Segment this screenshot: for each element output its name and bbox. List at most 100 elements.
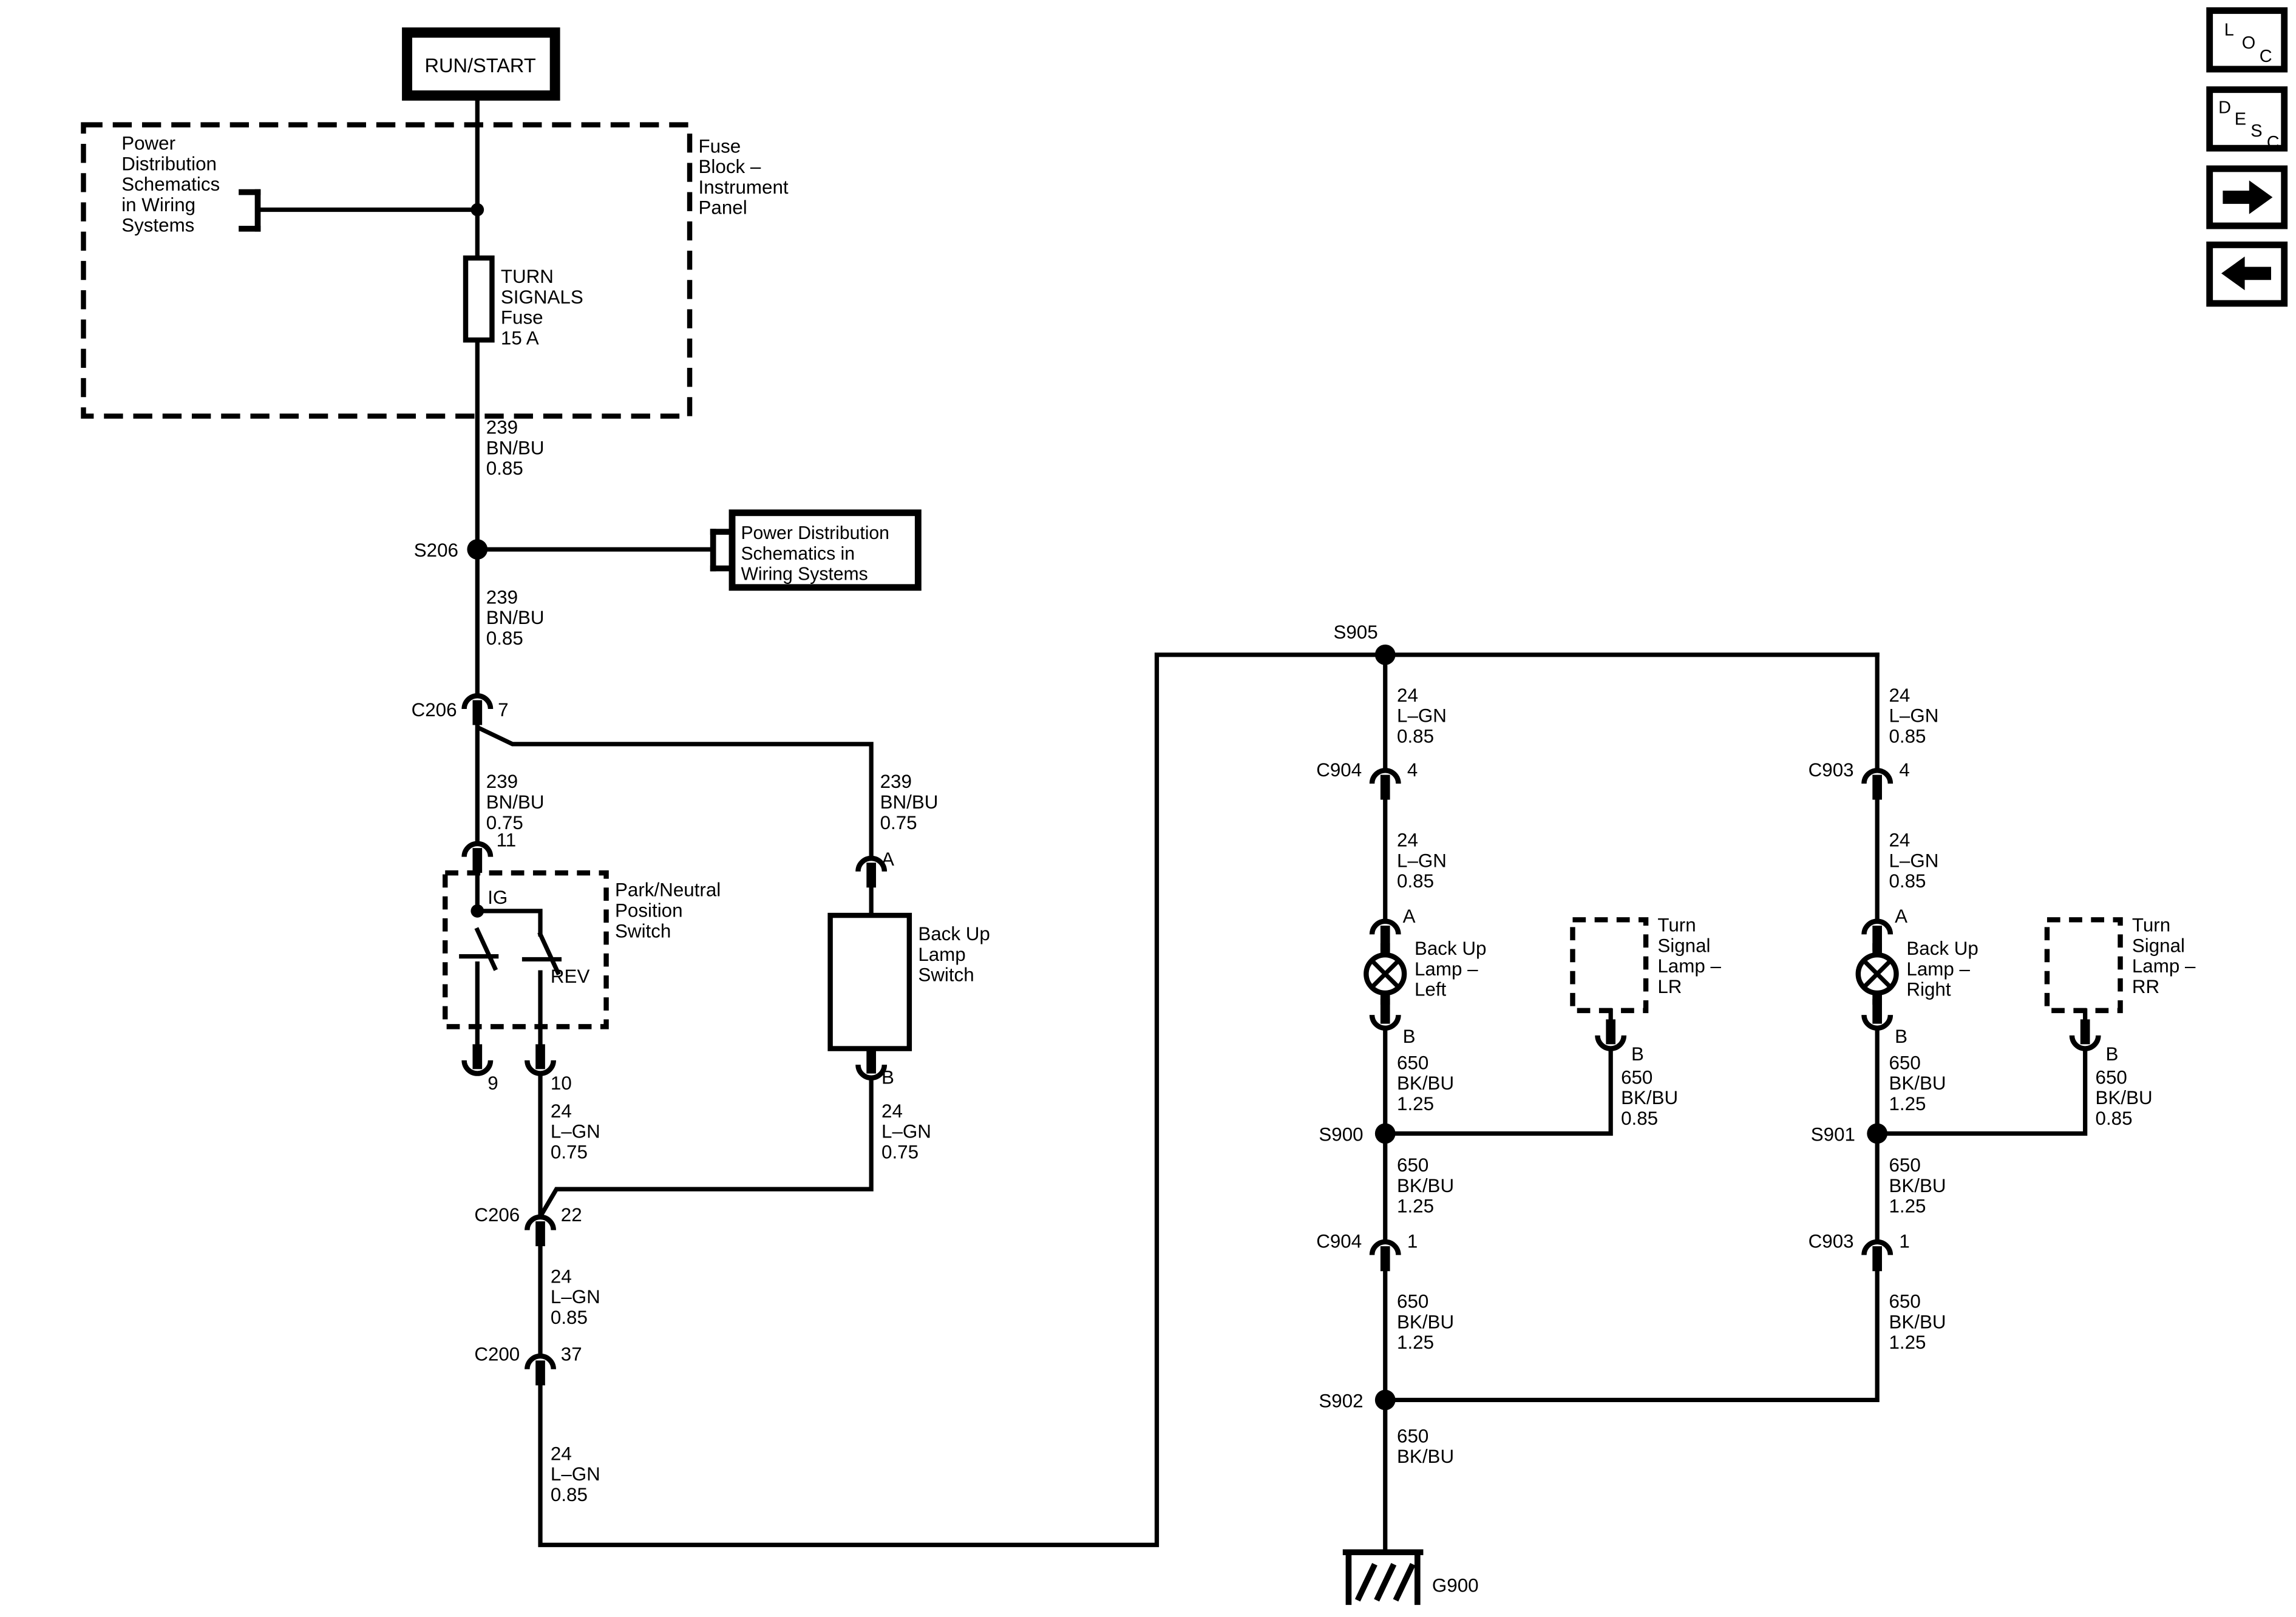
connector-c904-pin4 bbox=[1369, 768, 1401, 800]
connector-c903-pin4 bbox=[1861, 768, 1894, 800]
wire-ig-right-branch bbox=[475, 909, 543, 937]
lamp-left-a-label: A bbox=[1403, 906, 1416, 927]
ground-hatch-3 bbox=[1393, 1562, 1416, 1602]
c206-22-label: C206 bbox=[474, 1204, 520, 1225]
connector-c904-pin1 bbox=[1369, 1239, 1401, 1272]
pin1-right-label: 1 bbox=[1899, 1231, 1909, 1252]
switch-b-label: B bbox=[881, 1066, 894, 1088]
pin37-label: 37 bbox=[561, 1343, 582, 1364]
loc-button-letter-0: L bbox=[2224, 20, 2234, 39]
prev-page-button[interactable] bbox=[2206, 241, 2288, 307]
lamp-left-b-label: B bbox=[1403, 1026, 1416, 1047]
connector-turn-lr-b bbox=[1595, 1019, 1627, 1051]
switch-a-label: A bbox=[881, 849, 894, 870]
connector-turn-rr-b-arc bbox=[2069, 1035, 2101, 1051]
connector-pin11-arc bbox=[461, 841, 494, 857]
connector-pin10-arc bbox=[525, 1060, 556, 1076]
connector-c206-pin7 bbox=[461, 693, 494, 725]
turn-lr-b-label: B bbox=[1631, 1043, 1644, 1065]
connector-c903-pin4-arc bbox=[1861, 768, 1894, 784]
lamp-right-b-label: B bbox=[1895, 1026, 1907, 1047]
arrow-right-icon bbox=[2223, 180, 2273, 214]
c200-label: C200 bbox=[474, 1343, 520, 1364]
backup-lamp-left-symbol bbox=[1364, 943, 1407, 1005]
connector-lamp-right-a-arc bbox=[1861, 918, 1894, 935]
connector-c904-pin1-arc bbox=[1369, 1239, 1401, 1255]
wire-turn-rr-to-s901 bbox=[1875, 1048, 2088, 1136]
lamp-right-a-label: A bbox=[1895, 906, 1907, 927]
c206-label: C206 bbox=[412, 699, 457, 720]
loc-button[interactable]: LOC bbox=[2206, 7, 2288, 73]
desc-button-letter-3: C bbox=[2267, 133, 2280, 152]
splice-s206 bbox=[467, 539, 488, 560]
pin1-left-label: 1 bbox=[1407, 1231, 1418, 1252]
pn-switch-blade-left bbox=[474, 927, 498, 971]
pn-switch-blade-rev bbox=[537, 931, 561, 975]
pin4-left-label: 4 bbox=[1407, 759, 1418, 781]
loc-button-frame bbox=[2206, 7, 2288, 73]
loc-button-letter-1: O bbox=[2242, 33, 2256, 53]
desc-button-letter-2: S bbox=[2250, 121, 2262, 141]
wire-branch-to-backup-switch bbox=[475, 725, 874, 861]
connector-c904-pin4-arc bbox=[1369, 768, 1401, 784]
backup-lamp-switch-box bbox=[827, 912, 912, 1051]
connector-turn-lr-b-arc bbox=[1595, 1035, 1627, 1051]
pin4-right-label: 4 bbox=[1899, 759, 1909, 781]
turn-rr-b-label: B bbox=[2105, 1043, 2118, 1065]
loc-button-letter-2: C bbox=[2260, 47, 2272, 66]
connector-lamp-left-a-arc bbox=[1369, 918, 1401, 935]
desc-button-letter-1: E bbox=[2235, 110, 2246, 129]
connector-c206-pin22 bbox=[525, 1214, 556, 1247]
splice-s902 bbox=[1374, 1389, 1396, 1411]
park-neutral-switch-box bbox=[443, 870, 609, 1029]
s902-label: S902 bbox=[1319, 1391, 1363, 1412]
next-page-button[interactable] bbox=[2206, 165, 2288, 229]
ground-hatch-2 bbox=[1374, 1562, 1397, 1602]
pin22-label: 22 bbox=[561, 1204, 582, 1225]
connector-backup-switch-a-arc bbox=[855, 855, 888, 872]
connector-c200-pin37-arc bbox=[525, 1353, 556, 1370]
backup-lamp-right-symbol bbox=[1855, 943, 1899, 1005]
connector-pin10 bbox=[525, 1044, 556, 1076]
turn-signals-fuse bbox=[463, 255, 495, 343]
connector-backup-switch-b-arc bbox=[855, 1064, 888, 1081]
c903-4-label: C903 bbox=[1809, 759, 1854, 781]
connector-backup-switch-a bbox=[855, 855, 888, 888]
pin10-label: 10 bbox=[551, 1073, 572, 1094]
g900-label: G900 bbox=[1432, 1575, 1479, 1596]
wire-c200-37-to-s905 bbox=[538, 653, 1880, 1547]
wire-c903-1-to-s902 bbox=[1383, 1269, 1880, 1403]
desc-button-frame bbox=[2206, 86, 2288, 152]
wire-turn-lr-to-s900 bbox=[1383, 1048, 1613, 1136]
wire-switch-b-to-c206-22 bbox=[538, 1076, 874, 1218]
connector-backup-switch-b bbox=[855, 1048, 888, 1081]
backup-lamp-right-symbol-x2 bbox=[1862, 958, 1892, 989]
s901-label: S901 bbox=[1811, 1124, 1855, 1145]
splice-ig bbox=[470, 904, 484, 918]
connector-c200-pin37 bbox=[525, 1353, 556, 1386]
connector-lamp-right-b-arc bbox=[1861, 1014, 1894, 1031]
